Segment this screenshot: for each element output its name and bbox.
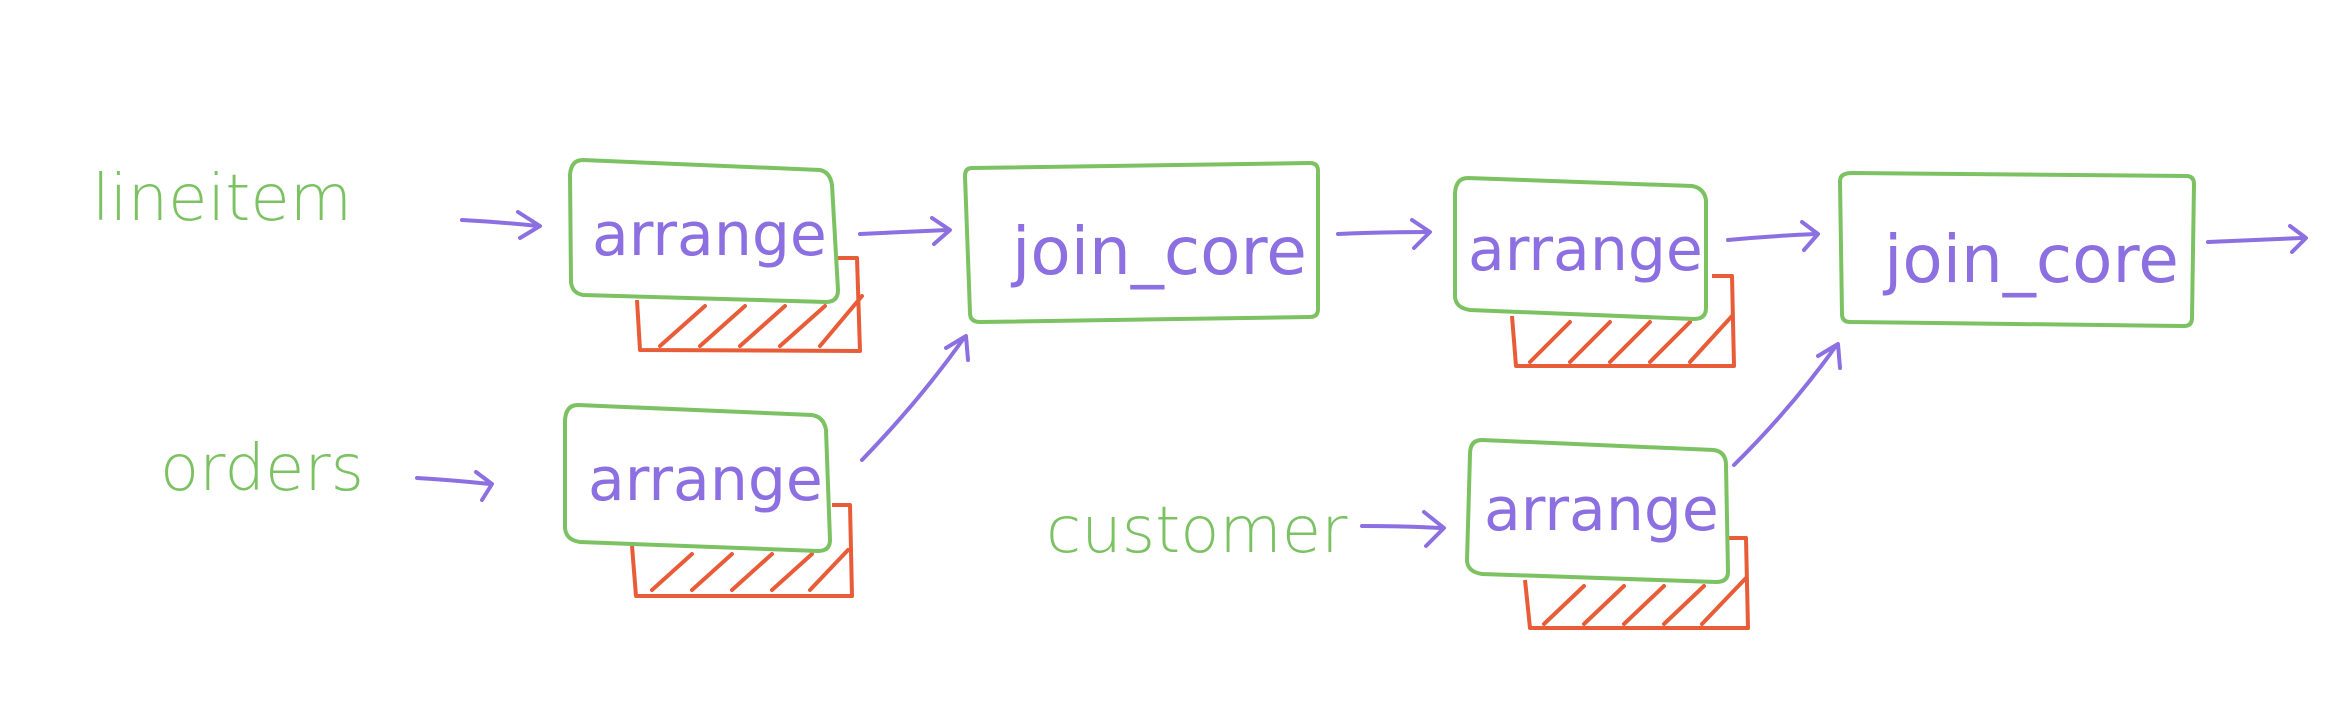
- arrangement-buffer-join: [1510, 274, 1736, 368]
- node-label: arrange: [588, 445, 823, 515]
- arrangement-buffer-orders: [630, 503, 854, 598]
- arrangement-buffer-customer: [1523, 536, 1750, 630]
- arrow-join-core-output: [2206, 224, 2308, 254]
- input-label-lineitem: lineitem: [92, 162, 352, 236]
- node-arrange-customer: arrange: [1465, 438, 1730, 584]
- node-arrange-orders: arrange: [563, 403, 832, 553]
- node-arrange-join: arrange: [1453, 176, 1708, 321]
- arrow-orders-to-arrange: [415, 470, 494, 502]
- arrow-arrange-join-to-join-core: [1726, 220, 1820, 252]
- node-label: arrange: [592, 200, 827, 270]
- arrow-lineitem-to-arrange: [460, 210, 542, 240]
- node-join-core-1: join_core: [963, 161, 1320, 324]
- arrangement-buffer-lineitem: [635, 256, 864, 353]
- arrow-arrange-lineitem-to-join-core: [858, 216, 952, 246]
- node-label: join_core: [1010, 213, 1307, 290]
- node-join-core-2: join_core: [1838, 171, 2196, 328]
- arrow-arrange-orders-to-join-core: [860, 334, 970, 462]
- arrow-customer-to-arrange: [1360, 510, 1446, 548]
- node-arrange-lineitem: arrange: [568, 158, 840, 304]
- input-label-customer: customer: [1046, 494, 1348, 568]
- input-label-orders: orders: [160, 432, 364, 506]
- node-label: arrange: [1468, 215, 1703, 285]
- node-label: arrange: [1484, 475, 1719, 545]
- node-label: join_core: [1882, 221, 2179, 298]
- arrow-arrange-customer-to-join-core: [1732, 342, 1842, 467]
- arrow-join-core-to-arrange: [1336, 218, 1432, 250]
